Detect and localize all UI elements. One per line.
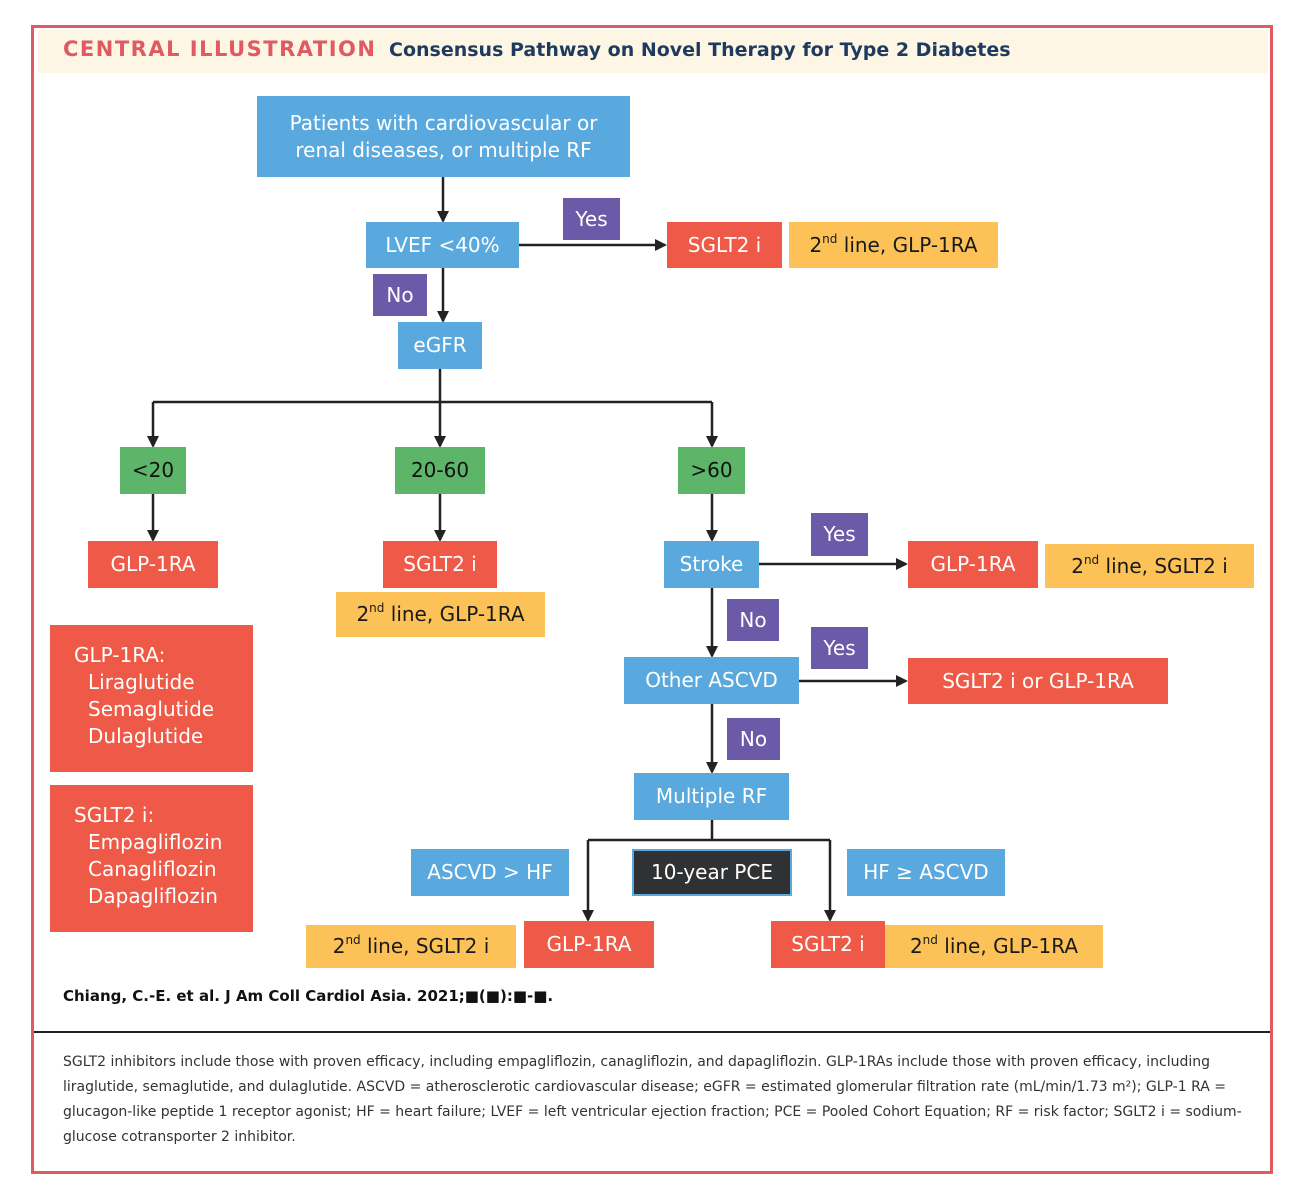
start-node-line-1: Patients with cardiovascular or	[289, 110, 598, 135]
ordinal: 2nd line, SGLT2 i	[1071, 552, 1228, 578]
glp-legend-item: Semaglutide	[88, 697, 215, 721]
glp-legend-box: GLP-1RA: Liraglutide Semaglutide Dulaglu…	[50, 625, 253, 772]
glp-legend-item: Dulaglutide	[88, 724, 204, 748]
divider	[34, 1031, 1270, 1033]
sglt2-bottom-node: SGLT2 i	[771, 921, 885, 968]
no-label-stroke: No	[727, 599, 779, 641]
stroke-node: Stroke	[664, 541, 759, 588]
yes-label-lvef: Yes	[563, 198, 620, 240]
multiple-rf-node: Multiple RF	[634, 773, 789, 820]
ordinal: 2nd line, SGLT2 i	[332, 933, 490, 958]
central-illustration-label: CENTRAL ILLUSTRATION	[63, 37, 377, 61]
second-line-sglt-bottom: 2nd line, SGLT2 i	[306, 925, 516, 968]
sglt2-mid-node: SGLT2 i	[383, 541, 497, 588]
glp-stroke-node: GLP-1RA	[908, 541, 1038, 588]
glp-legend-item: Liraglutide	[88, 670, 195, 694]
citation: Chiang, C.-E. et al. J Am Coll Cardiol A…	[63, 987, 554, 1005]
sglt-legend-box: SGLT2 i: Empagliflozin Canagliflozin Dap…	[50, 785, 253, 932]
sglt-legend-title: SGLT2 i:	[74, 803, 155, 827]
yes-label-ascvd: Yes	[811, 627, 868, 669]
sglt-legend-item: Empagliflozin	[88, 830, 223, 854]
sglt-or-glp-node: SGLT2 i or GLP-1RA	[908, 658, 1168, 704]
egfr-20-60-node: 20-60	[395, 447, 485, 494]
illustration-frame	[31, 25, 1273, 1174]
second-line-glp-top: 2nd line, GLP-1RA	[789, 222, 998, 268]
ascvd-gt-hf-label: ASCVD > HF	[411, 849, 569, 896]
glp-bottom-node: GLP-1RA	[524, 921, 654, 968]
illustration-title: Consensus Pathway on Novel Therapy for T…	[389, 39, 1011, 61]
footnote: SGLT2 inhibitors include those with prov…	[63, 1054, 1242, 1145]
start-node-line-2: renal diseases, or multiple RF	[295, 137, 592, 162]
ordinal: 2nd line, GLP-1RA	[909, 933, 1079, 958]
yes-label-stroke: Yes	[811, 513, 868, 556]
egfr-gt60-node: >60	[678, 447, 745, 494]
lvef-node: LVEF <40%	[366, 222, 519, 268]
second-line-glp-bottom: 2nd line, GLP-1RA	[885, 925, 1103, 968]
header-bar	[38, 30, 1268, 73]
other-ascvd-node: Other ASCVD	[624, 657, 799, 704]
second-line-glp-mid: 2nd line, GLP-1RA	[336, 592, 545, 637]
no-label-ascvd: No	[727, 718, 780, 760]
sglt2-top-node: SGLT2 i	[667, 222, 782, 268]
glp-legend-title: GLP-1RA:	[74, 643, 166, 667]
hf-ge-ascvd-label: HF ≥ ASCVD	[847, 849, 1005, 896]
no-label-lvef: No	[373, 274, 427, 316]
sglt-legend-item: Dapagliflozin	[88, 884, 218, 908]
glp-lt20-node: GLP-1RA	[88, 541, 218, 588]
egfr-lt20-node: <20	[120, 447, 186, 494]
ordinal: 2nd line, GLP-1RA	[809, 231, 978, 257]
sglt-legend-item: Canagliflozin	[88, 857, 217, 881]
start-node: Patients with cardiovascular or renal di…	[257, 96, 630, 177]
egfr-node: eGFR	[398, 322, 482, 369]
ordinal: 2nd line, GLP-1RA	[356, 601, 525, 626]
second-line-sglt-stroke: 2nd line, SGLT2 i	[1045, 544, 1254, 588]
pce-node: 10-year PCE	[632, 849, 792, 896]
